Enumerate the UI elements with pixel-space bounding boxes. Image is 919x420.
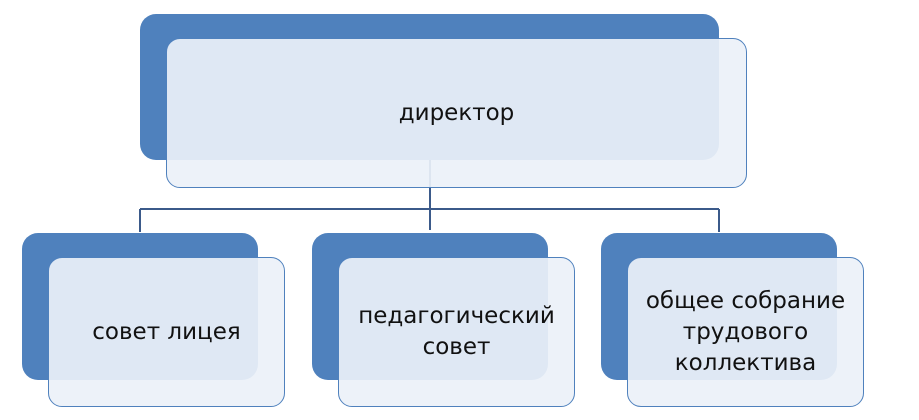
- child-node-2-label: педагогический совет: [358, 303, 555, 360]
- child-node-3: общее собрание трудового коллектива: [627, 257, 864, 407]
- child-node-1: совет лицея: [48, 257, 285, 407]
- root-node: директор: [166, 38, 747, 188]
- child-node-2: педагогический совет: [338, 257, 575, 407]
- child-node-1-label: совет лицея: [92, 318, 241, 345]
- child-node-3-label: общее собрание трудового коллектива: [645, 287, 846, 376]
- root-node-label: директор: [398, 99, 515, 126]
